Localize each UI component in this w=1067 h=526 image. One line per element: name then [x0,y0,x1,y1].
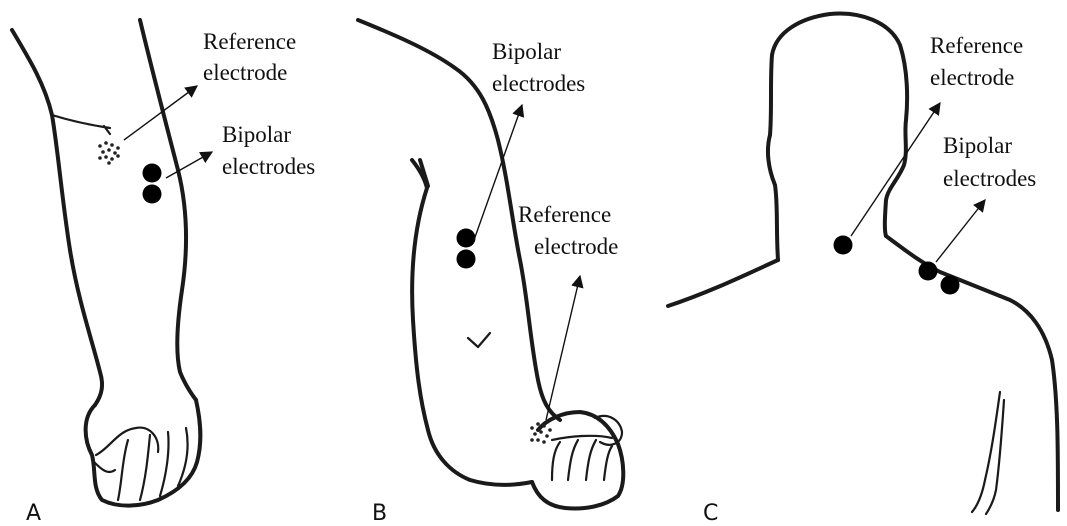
reference-leader-line [851,103,940,236]
reference-label-line2: electrode [203,60,287,85]
reference-electrode-icon [98,141,120,165]
reference-label-line2: electrode [534,234,618,259]
bipolar-label-line1: Bipolar [492,39,561,64]
reference-label-line1: Reference [518,202,611,227]
panel-c: Reference electrode Bipolar electrodes C [668,14,1058,526]
forearm-outline [12,20,196,405]
panel-letter-c: C [703,501,718,526]
reference-label-line1: Reference [203,29,296,54]
bipolar-label-line2: electrodes [222,154,315,179]
reference-label-line2: electrode [930,65,1014,90]
bipolar-electrode-icon [457,229,476,269]
bipolar-label-line1: Bipolar [222,122,291,147]
bipolar-label-line2: electrodes [943,166,1036,191]
reference-leader-line [546,276,580,420]
bipolar-label-line1: Bipolar [943,133,1012,158]
bipolar-label-line2: electrodes [492,71,585,96]
fist-outline [86,400,201,506]
reference-electrode-icon [834,236,853,255]
panel-a: Reference electrode Bipolar electrodes A [12,20,315,526]
bipolar-leader-line [936,200,985,262]
panel-letter-a: A [26,501,41,526]
bipolar-electrode-icon [919,262,960,295]
panel-letter-b: B [372,501,387,526]
torso-line [972,392,1004,514]
bipolar-electrode-icon [143,164,162,204]
reference-label-line1: Reference [930,33,1023,58]
panel-b: Bipolar electrodes Reference electrode B [358,20,623,526]
